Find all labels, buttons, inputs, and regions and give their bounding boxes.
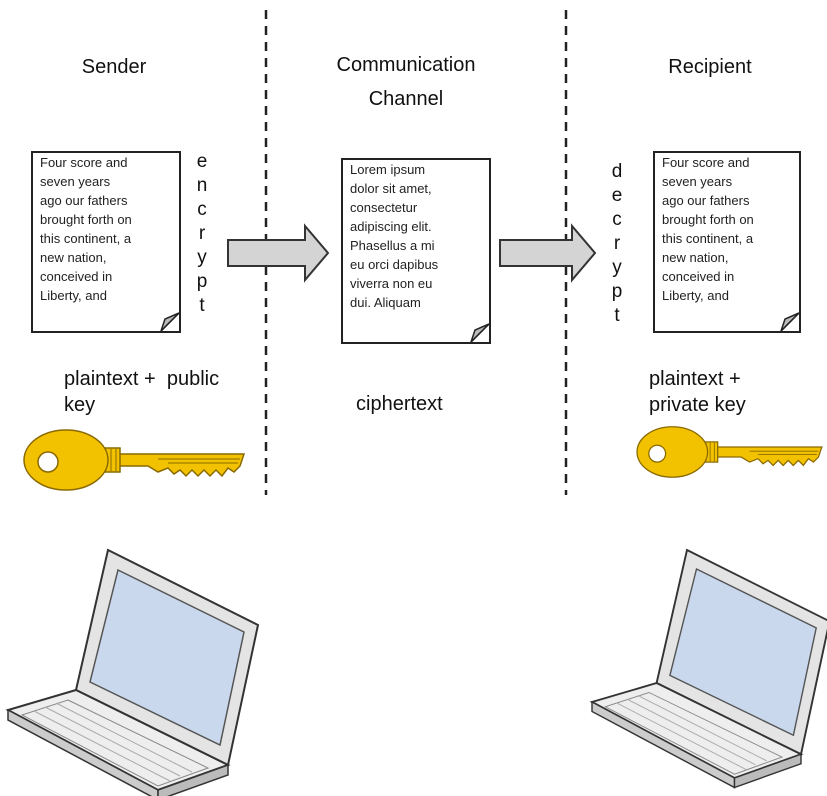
ciphertext-label: ciphertext: [356, 393, 443, 415]
doc-line: dolor sit amet,: [350, 181, 432, 196]
doc-line: eu orci dapibus: [350, 257, 439, 272]
encrypt-letter: e: [196, 151, 208, 172]
plaintext-document-recipient: Four score and seven years ago our fathe…: [653, 151, 801, 333]
encrypt-letter: n: [196, 175, 208, 196]
decrypt-letter: r: [613, 233, 621, 254]
sender-key-label-line2: key: [64, 394, 96, 416]
arrow-icon: [499, 223, 597, 283]
doc-line: conceived in: [40, 269, 113, 284]
ciphertext-document: Lorem ipsum dolor sit amet, consectetur …: [341, 158, 491, 344]
decrypt-letter: t: [614, 305, 620, 326]
decrypt-letter: e: [611, 185, 623, 206]
laptop-icon: [5, 548, 260, 796]
recipient-key-label-line1: plaintext +: [649, 368, 741, 390]
decrypt-letter: y: [612, 257, 622, 278]
doc-line: viverra non eu: [350, 276, 433, 291]
doc-line: seven years: [662, 174, 733, 189]
sender-key-label-line1: plaintext + public: [64, 368, 220, 390]
heading-recipient: Recipient: [668, 56, 752, 78]
doc-line: seven years: [40, 174, 111, 189]
doc-line: Phasellus a mi: [350, 238, 435, 253]
encrypt-letter: y: [197, 247, 207, 268]
recipient-key-label: plaintext + private key: [649, 366, 809, 418]
page-fold-icon: [160, 312, 179, 331]
encrypt-letter: r: [198, 223, 206, 244]
recipient-key-label-line2: private key: [649, 394, 746, 416]
encrypt-letter: p: [196, 271, 208, 292]
arrow-icon: [227, 223, 330, 283]
doc-line: ago our fathers: [40, 193, 128, 208]
doc-line: Liberty, and: [40, 288, 107, 303]
laptop-icon: [589, 548, 827, 789]
doc-line: brought forth on: [662, 212, 754, 227]
doc-line: Four score and: [662, 155, 750, 170]
doc-line: dui. Aliquam: [350, 295, 421, 310]
doc-line: conceived in: [662, 269, 735, 284]
decrypt-letter: p: [611, 281, 623, 302]
doc-line: brought forth on: [40, 212, 132, 227]
decrypt-label: d e c r y p t: [608, 160, 626, 328]
heading-channel-line2: Channel: [368, 88, 444, 110]
doc-line: consectetur: [350, 200, 418, 215]
doc-line: new nation,: [40, 250, 107, 265]
doc-line: this continent, a: [662, 231, 754, 246]
plaintext-document-sender: Four score and seven years ago our fathe…: [31, 151, 181, 333]
encrypt-letter: c: [197, 199, 207, 220]
heading-channel: Communication Channel: [316, 48, 496, 116]
key-icon: [636, 426, 823, 478]
doc-line: new nation,: [662, 250, 729, 265]
decrypt-letter: c: [612, 209, 622, 230]
doc-line: this continent, a: [40, 231, 132, 246]
decrypt-letter: d: [611, 161, 623, 182]
sender-key-label: plaintext + public key: [64, 366, 264, 418]
key-icon: [23, 429, 246, 491]
page-fold-icon: [780, 312, 799, 331]
doc-line: Liberty, and: [662, 288, 729, 303]
doc-line: ago our fathers: [662, 193, 750, 208]
heading-channel-line1: Communication: [336, 54, 476, 76]
encrypt-label: e n c r y p t: [193, 150, 211, 318]
doc-line: adipiscing elit.: [350, 219, 432, 234]
page-fold-icon: [470, 323, 489, 342]
doc-line: Four score and: [40, 155, 128, 170]
encrypt-letter: t: [199, 295, 205, 316]
heading-sender: Sender: [81, 56, 147, 78]
doc-line: Lorem ipsum: [350, 162, 426, 177]
